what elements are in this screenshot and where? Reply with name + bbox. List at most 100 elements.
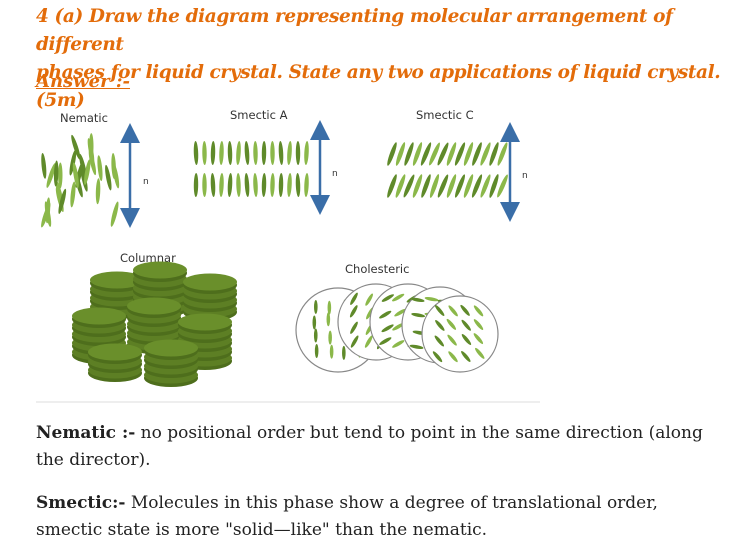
smectic-c-molecule [403,174,415,198]
cholesteric-molecule [342,345,346,360]
nematic-molecule [111,153,116,179]
nematic-molecule [87,138,95,164]
smectic-c-director-symbol: n [522,171,528,181]
cholesteric-molecule [461,334,472,346]
smectic-a-molecule [295,173,301,197]
cholesteric-molecule [392,340,405,348]
cholesteric-molecule [434,304,445,316]
cholesteric-layer-circle [421,295,499,373]
cholesteric-molecule [350,335,359,348]
question-text: 4 (a) Draw the diagram representing mole… [36,3,736,115]
cholesteric-molecule [473,305,484,317]
nematic-molecule [110,201,119,227]
smectic-a-molecule [193,141,199,165]
nematic-molecule [70,181,76,208]
smectic-c-molecule [446,142,457,166]
label-smectic-a: Smectic A [230,108,288,122]
nematic-molecule [46,163,56,188]
smectic-c-molecule [404,142,414,166]
smectic-c-molecule [480,142,491,166]
columnar-disk [178,313,232,331]
smectic-c-molecule [387,174,397,198]
smectic-a-molecule [270,141,275,165]
label-nematic: Nematic [60,111,108,125]
smectic-a-molecule [295,141,301,165]
nematic-molecule [41,152,47,179]
smectic-c-molecule [489,142,499,166]
smectic-a-molecule [278,173,284,197]
cholesteric-molecule [460,304,470,316]
smectic-paragraph: Smectic:- Molecules in this phase show a… [36,490,736,544]
smectic-a-molecule [261,173,267,197]
cholesteric-molecule [447,334,457,346]
columnar-disk [88,343,142,361]
answer-label: Answer :- [36,71,130,92]
smectic-a-molecule [270,173,275,197]
smectic-a-molecule [304,173,309,197]
smectic-a-molecule [287,141,292,165]
columnar-disk [90,271,144,289]
question-line-2: phases for liquid crystal. State any two… [36,62,721,111]
smectic-a-director-symbol: n [332,169,338,179]
smectic-definition-cont: smectic state is more "solid—like" than … [36,520,488,540]
smectic-c-molecule [463,174,474,198]
smectic-a-molecule [253,141,258,165]
smectic-a-molecule [236,141,241,165]
cholesteric-molecule [312,315,317,330]
smectic-c-molecule [463,142,474,166]
cholesteric-molecule [411,312,426,318]
smectic-c-molecule [454,142,466,166]
smectic-a-molecule [253,173,258,197]
cholesteric-molecule [410,297,425,303]
nematic-molecule [44,201,52,227]
smectic-a-molecule [227,141,233,165]
label-columnar: Columnar [120,251,176,265]
cholesteric-molecule [473,333,484,345]
smectic-a-molecule [202,141,207,165]
nematic-molecule [97,155,103,182]
cholesteric-molecule [314,343,319,358]
cholesteric-molecule [432,351,443,363]
cholesteric-molecule [448,351,458,363]
cholesteric-molecule [350,292,358,305]
smectic-c-molecule [420,142,432,166]
smectic-c-molecule [454,174,466,198]
smectic-a-molecule [244,173,250,197]
smectic-c-molecule [429,142,440,166]
columnar-disk [133,261,187,279]
cholesteric-molecule [461,350,471,362]
smectic-c-molecule [387,142,397,166]
cholesteric-molecule [379,337,392,345]
cholesteric-molecule [326,312,331,327]
nematic-term: Nematic :- [36,423,136,443]
smectic-c-molecule [480,174,491,198]
question-line-1: 4 (a) Draw the diagram representing mole… [36,6,673,55]
nematic-definition-cont: the director). [36,450,151,470]
smectic-a-molecule [219,173,224,197]
cholesteric-molecule [475,347,485,359]
smectic-definition: Molecules in this phase show a degree of… [125,493,658,513]
nematic-molecule [53,160,59,187]
nematic-molecule [105,164,112,191]
nematic-molecules [41,133,120,228]
nematic-director-symbol: n [143,177,149,187]
cholesteric-molecule [349,305,358,318]
label-cholesteric: Cholesteric [345,262,409,276]
smectic-a-molecule [210,141,216,165]
cholesteric-molecule [392,293,405,302]
smectic-c-molecule [412,174,423,198]
cholesteric-molecule [461,319,471,331]
smectic-c-molecule [421,174,431,198]
smectic-c-molecule [395,174,406,198]
nematic-molecule [95,178,101,205]
smectic-c-molecule [395,142,406,166]
smectic-a-molecule [236,173,241,197]
smectic-a-molecule [227,173,233,197]
smectic-a-molecule [278,141,284,165]
cholesteric-molecule [473,319,484,331]
columnar-disk [144,339,198,357]
smectic-a-molecule [219,141,224,165]
smectic-c-molecule [437,174,449,198]
columnar-disk [183,273,237,291]
smectic-c-molecule [472,142,482,166]
